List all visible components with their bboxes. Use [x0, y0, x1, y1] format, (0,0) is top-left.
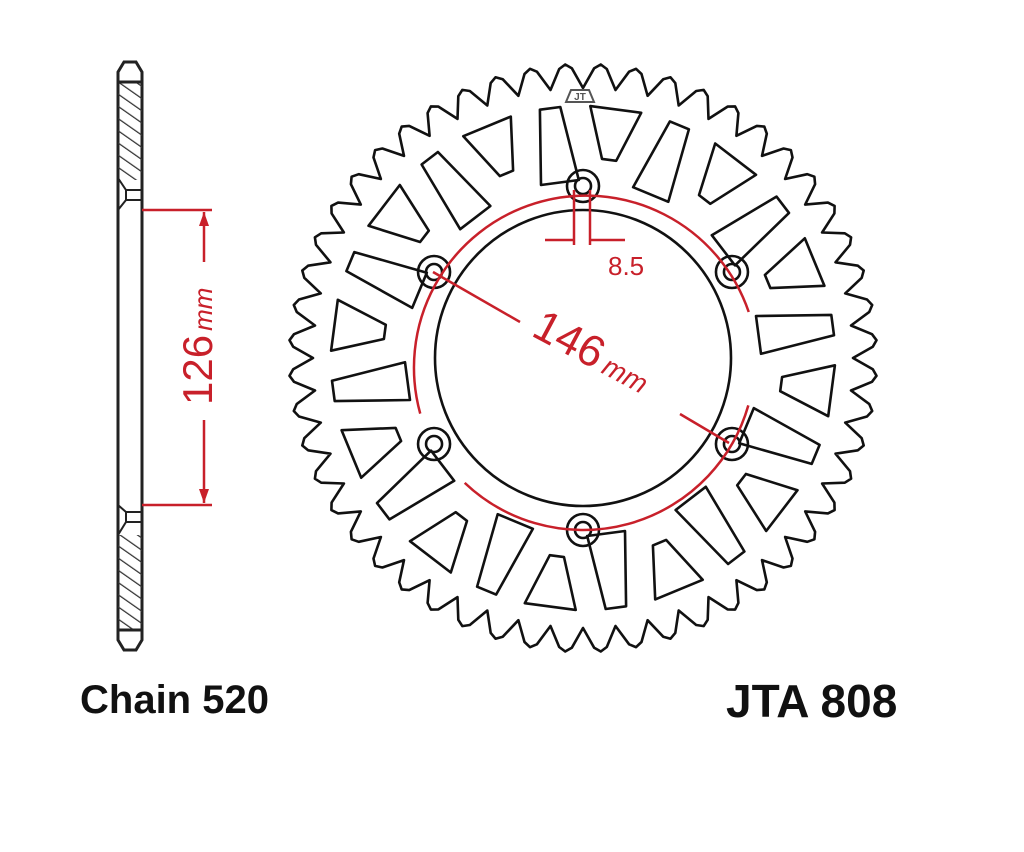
lightening-window: [345, 250, 429, 310]
profile-outline: [116, 60, 144, 652]
lightening-window: [778, 364, 837, 418]
lightening-window: [589, 104, 643, 163]
lightening-window: [754, 313, 836, 356]
bore-value: 126mm: [174, 288, 221, 405]
lightening-window: [674, 485, 746, 566]
lightening-window: [340, 426, 403, 479]
lightening-window: [420, 150, 492, 231]
bolt-boss: [714, 426, 750, 462]
lightening-window: [367, 183, 431, 244]
center-bore: [433, 208, 733, 508]
bolt-boss: [714, 254, 750, 290]
bolt-circle-arc: [412, 194, 750, 414]
bolt-circle-dimension: [412, 190, 750, 532]
lightening-window: [462, 115, 515, 178]
lightening-window: [538, 105, 581, 187]
lightening-window: [330, 360, 412, 403]
sprocket-teeth-outline: [288, 63, 878, 653]
lightening-window: [651, 538, 704, 601]
jt-logo: JT: [564, 89, 596, 103]
sprocket: [288, 63, 878, 653]
lightening-window: [763, 237, 826, 290]
bolt-circle-value: 146mm: [525, 301, 659, 403]
lightening-window: [697, 142, 758, 206]
lightening-window: [585, 529, 628, 611]
lightening-window: [475, 512, 535, 596]
part-number: JTA 808: [726, 675, 898, 727]
lightening-window: [710, 195, 791, 267]
bolt-hole-value: 8.5: [608, 251, 644, 281]
hatch-bottom: [118, 535, 142, 630]
bolt-hole: [722, 434, 742, 454]
side-profile: [116, 60, 144, 652]
bolt-hole: [573, 176, 593, 196]
arrow-up-icon: [199, 212, 209, 226]
bolt-boss: [565, 168, 601, 204]
lightening-window: [735, 472, 799, 533]
lightening-window: [375, 449, 456, 521]
bore-dimension: [142, 208, 212, 507]
arrow-down-icon: [199, 489, 209, 503]
hatch-top: [118, 82, 142, 180]
chain-label: Chain 520: [80, 678, 269, 722]
bolt-boss: [416, 426, 452, 462]
lightening-window: [631, 120, 691, 204]
svg-text:JT: JT: [574, 92, 586, 103]
lightening-window: [329, 298, 388, 352]
bolt-hole: [722, 262, 742, 282]
lightening-window: [408, 510, 469, 574]
bolt-circle-arc: [463, 405, 750, 532]
lightening-window: [737, 406, 821, 466]
lightening-window: [523, 553, 577, 612]
bolt-hole: [424, 434, 444, 454]
